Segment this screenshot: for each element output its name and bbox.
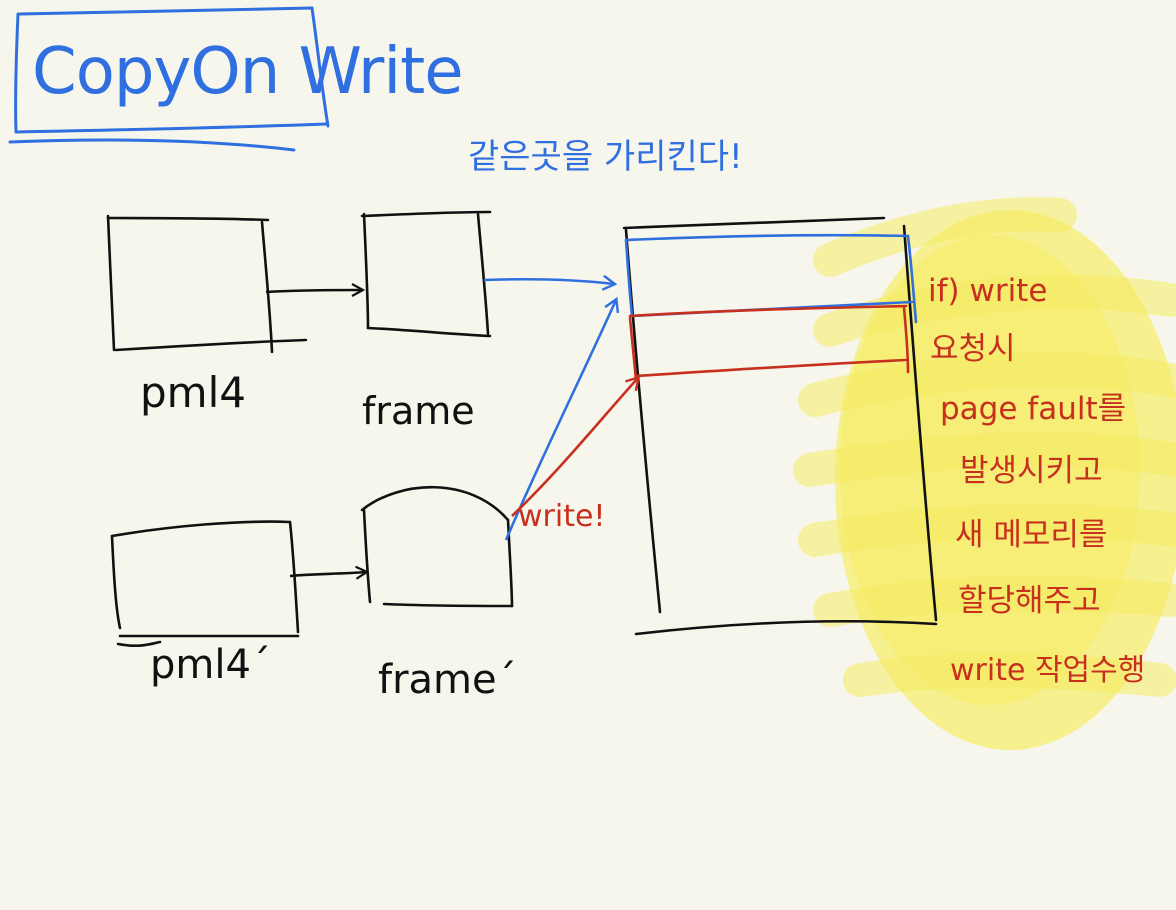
note-line: 새 메모리를 (955, 517, 1108, 553)
note-line: page fault를 (940, 391, 1127, 427)
copied-page-row (628, 304, 910, 382)
pml4-prime-box (110, 520, 300, 647)
note-line: 할당해주고 (958, 583, 1101, 619)
frame-label: frame (362, 389, 475, 433)
arrow-write-to-new-page (511, 378, 638, 517)
pml4-prime-label: pml4´ (150, 642, 271, 688)
note-line: 발생시키고 (960, 453, 1103, 489)
title-box (8, 6, 330, 152)
frame-box (360, 210, 492, 338)
pml4-box (106, 214, 308, 354)
note-line: write 작업수행 (950, 653, 1146, 688)
arrow-pml4-to-frame (265, 290, 362, 292)
frame-prime-label: frame´ (378, 657, 517, 703)
write-label: write! (518, 499, 606, 534)
frame-prime-box (360, 485, 514, 608)
pml4-label: pml4 (140, 368, 246, 417)
arrow-pml4-prime-to-frame-prime (289, 572, 366, 576)
shared-pointer-caption: 같은곳을 가리킨다! (468, 137, 743, 177)
page-title: CopyOn Write (32, 35, 464, 109)
yellow-highlight (793, 197, 1176, 750)
note-line: 요청시 (930, 331, 1016, 367)
note-line: if) write (928, 273, 1048, 309)
arrow-frame-to-page (483, 279, 614, 284)
